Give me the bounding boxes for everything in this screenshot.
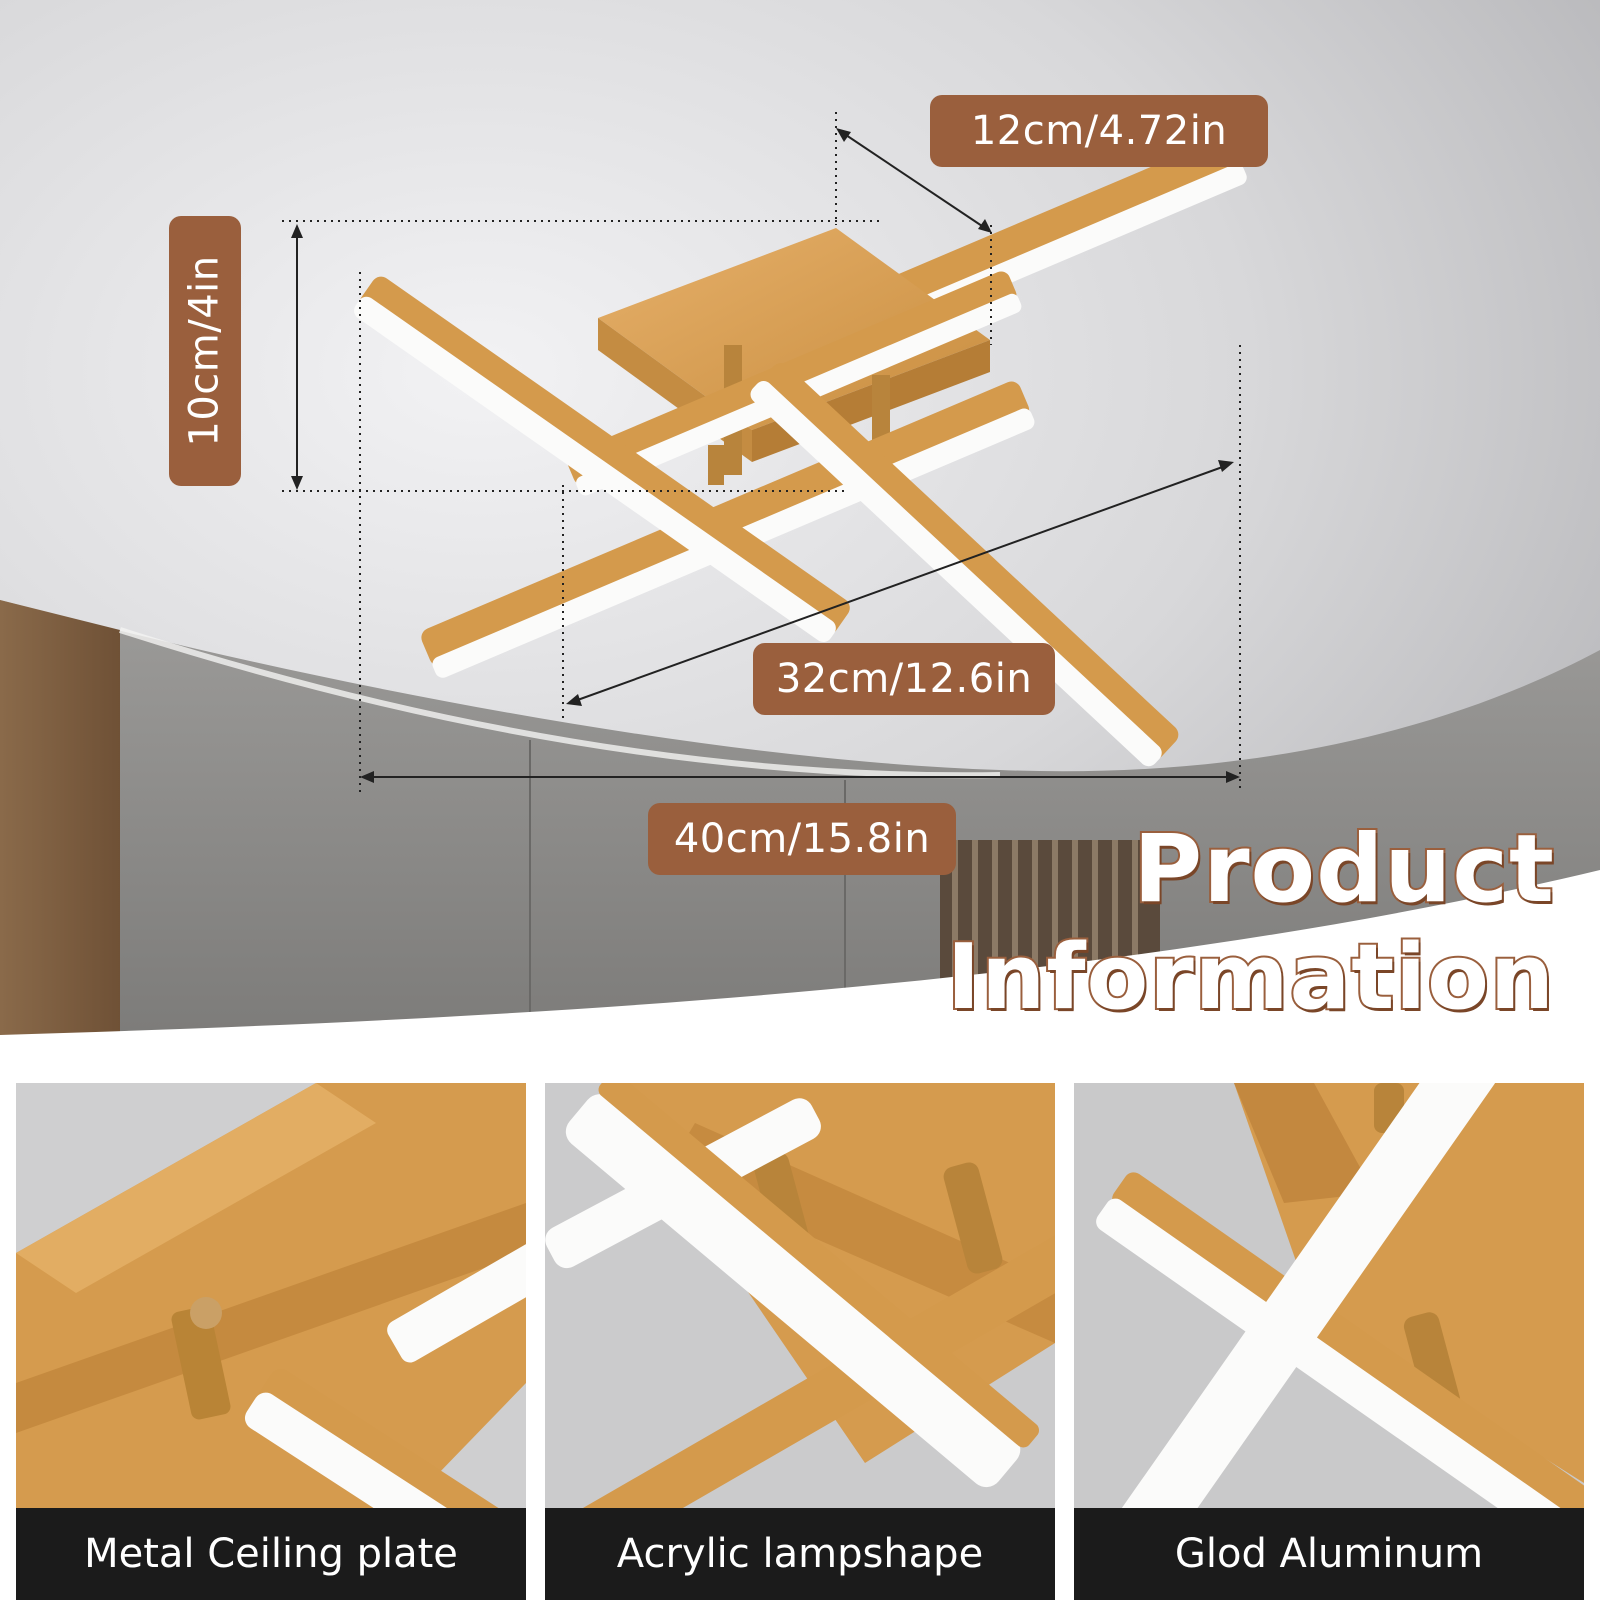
depth-dimension-label: 12cm/4.72in [930, 95, 1268, 167]
dimension-lines [282, 112, 1241, 792]
headline-line-2: Information [945, 923, 1556, 1032]
feature-caption: Metal Ceiling plate [16, 1508, 526, 1600]
feature-panel-ceiling-plate: Metal Ceiling plate [16, 1083, 526, 1600]
height-dimension-label: 10cm/4in [169, 216, 241, 486]
width-dimension-label: 32cm/12.6in [753, 643, 1055, 715]
feature-panel-acrylic-lampshade: Acrylic lampshape [545, 1083, 1055, 1600]
headline-line-1: Product [1131, 813, 1556, 926]
feature-panel-gold-aluminum: Glod Aluminum [1074, 1083, 1584, 1600]
length-dimension-label: 40cm/15.8in [648, 803, 956, 875]
height-dimension-text: 10cm/4in [182, 255, 228, 447]
feature-caption: Acrylic lampshape [545, 1508, 1055, 1600]
feature-caption: Glod Aluminum [1074, 1508, 1584, 1600]
hero-photo: 10cm/4in 12cm/4.72in 32cm/12.6in 40cm/15… [0, 0, 1600, 1060]
ceiling-lamp [354, 136, 1247, 767]
ceiling-plate-closeup [16, 1083, 526, 1600]
